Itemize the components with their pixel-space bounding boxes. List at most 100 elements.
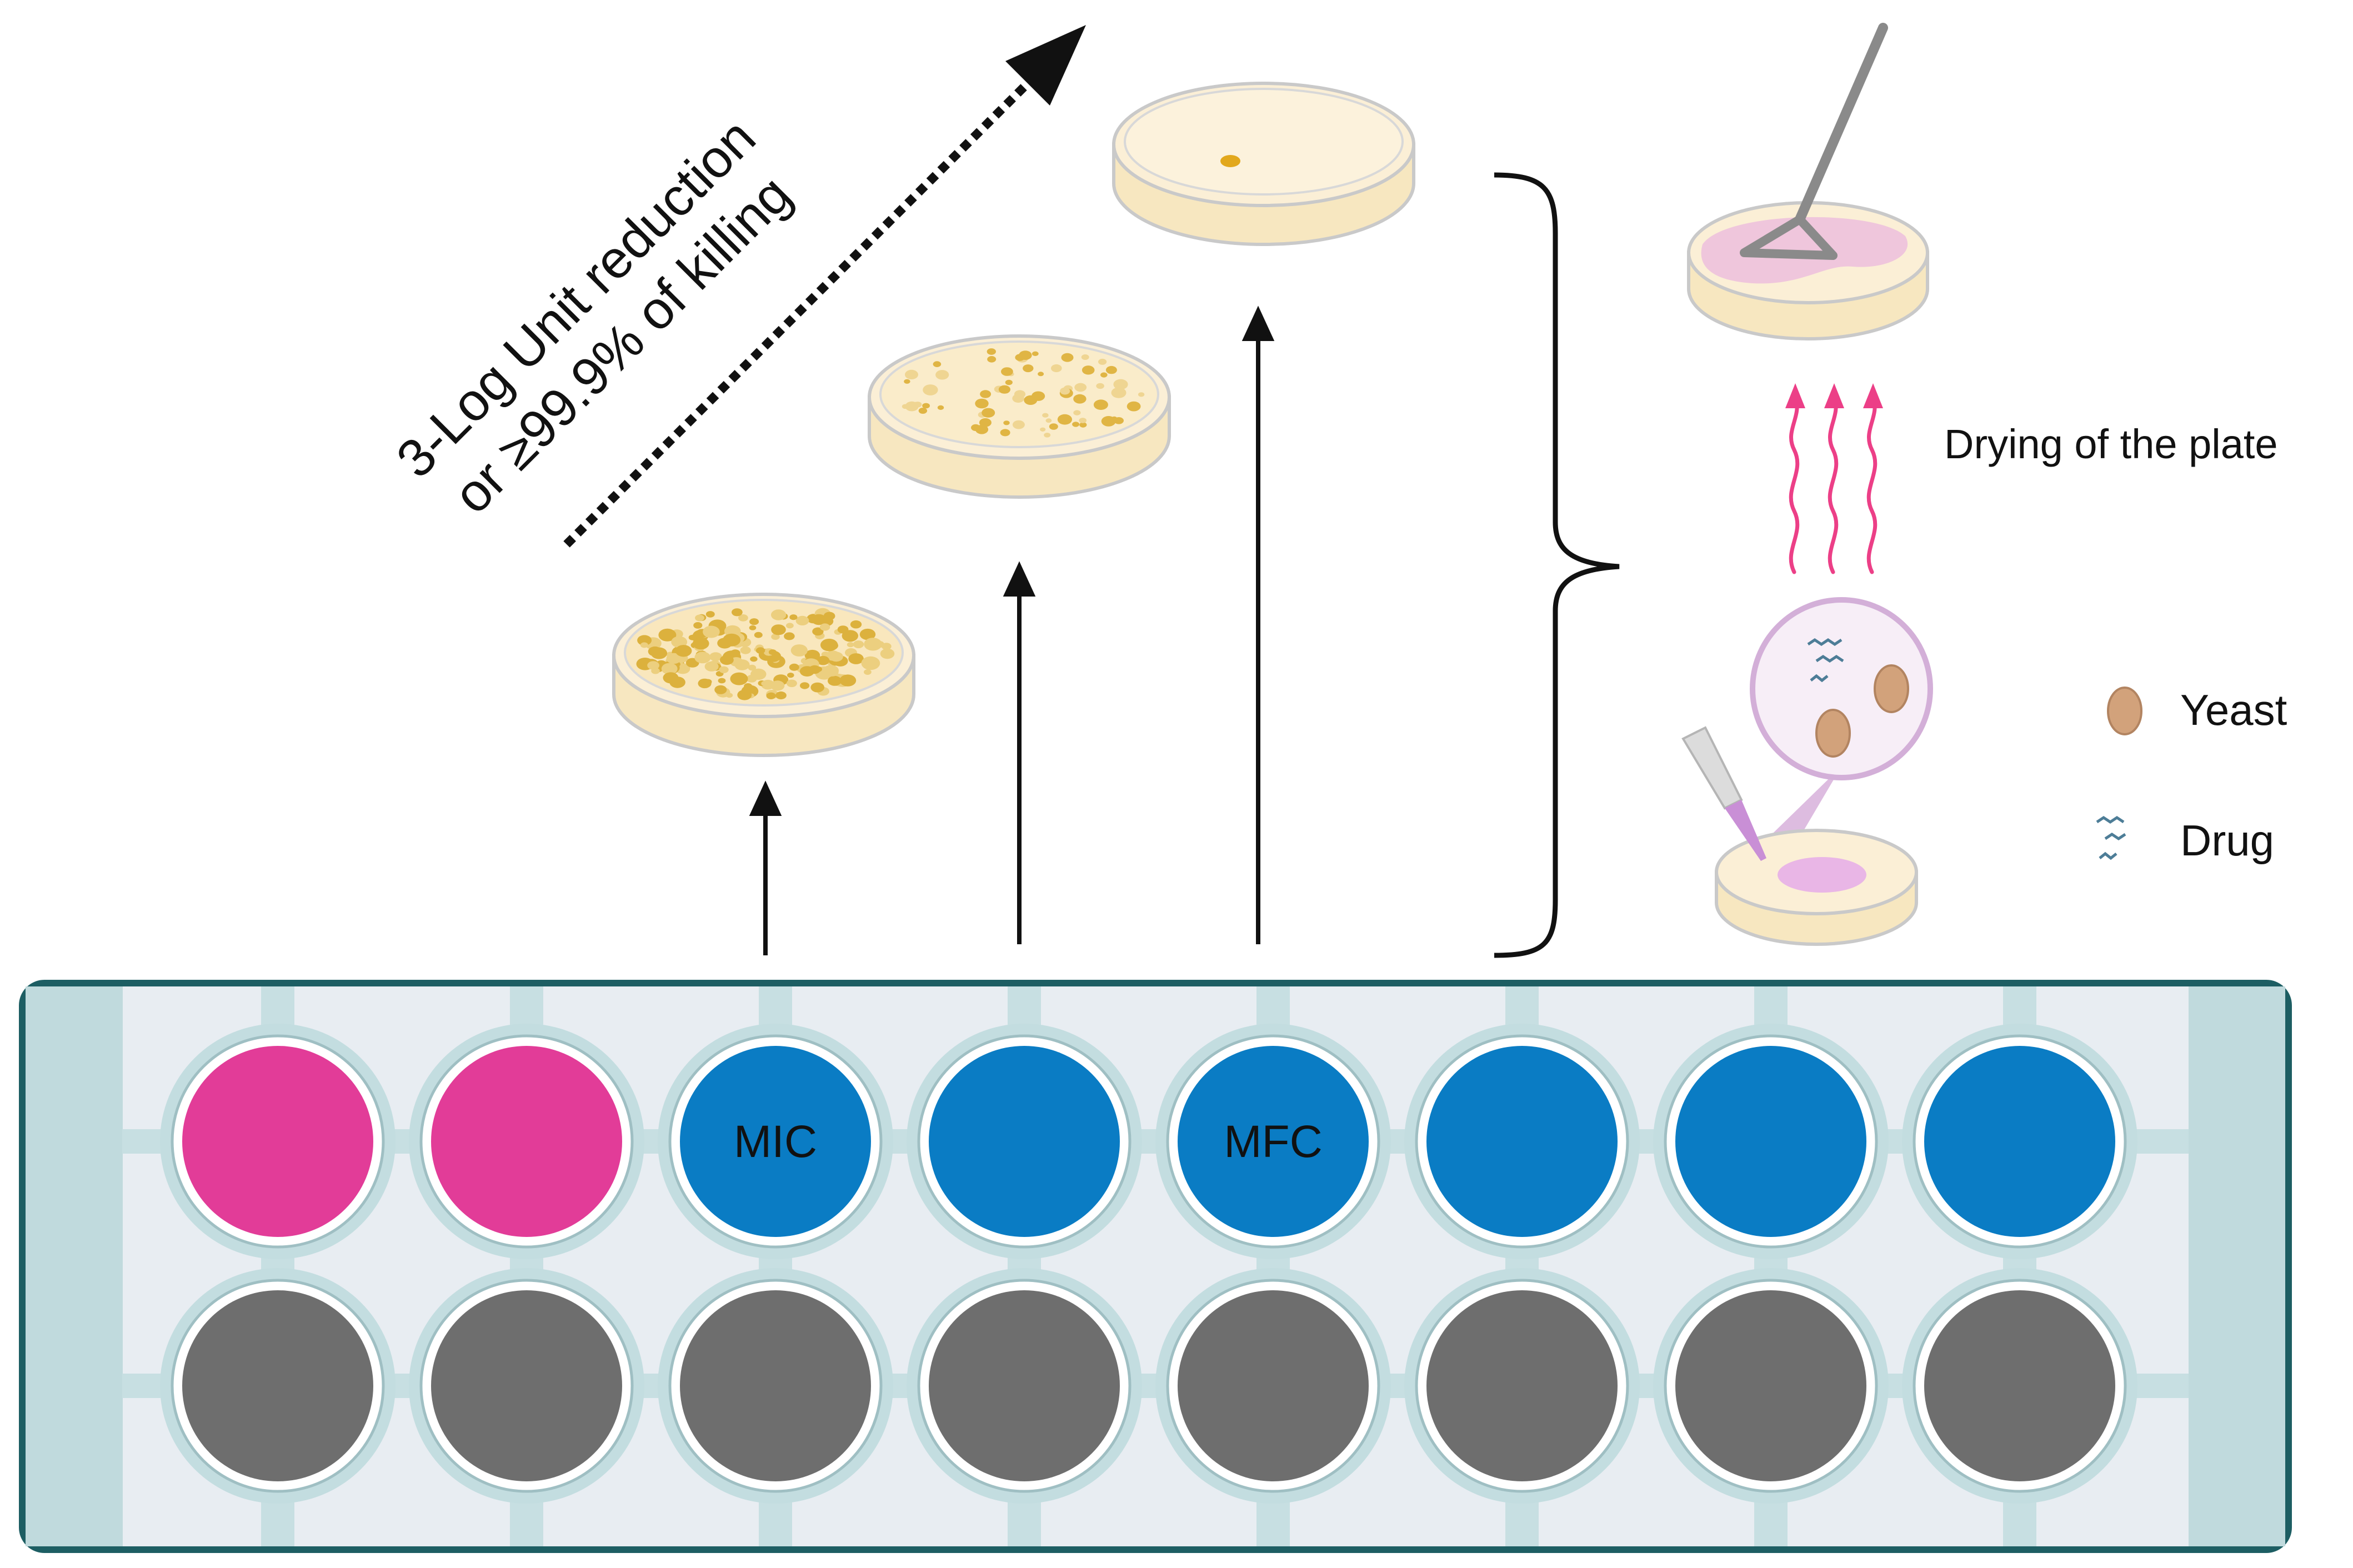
colony xyxy=(703,625,720,638)
colony xyxy=(810,682,824,693)
colony xyxy=(811,614,827,625)
colony xyxy=(935,370,949,380)
colony xyxy=(800,682,810,689)
colony xyxy=(987,348,996,355)
legend: Yeast Drug xyxy=(2096,685,2287,865)
colony xyxy=(823,612,835,620)
colony xyxy=(933,361,942,367)
inoculated-plate xyxy=(1715,829,1918,946)
well-liquid xyxy=(431,1290,622,1481)
well-liquid xyxy=(182,1290,373,1481)
colony xyxy=(1082,365,1095,375)
colony xyxy=(744,683,753,689)
curly-brace xyxy=(1494,172,1620,958)
legend-yeast-icon xyxy=(2107,687,2142,735)
colonies-dense xyxy=(636,608,895,700)
colony xyxy=(790,644,808,657)
colony xyxy=(692,637,709,650)
well-liquid xyxy=(1426,1046,1618,1237)
colony xyxy=(1073,394,1087,404)
colony xyxy=(1044,433,1051,438)
well-liquid xyxy=(1426,1290,1618,1481)
well-liquid xyxy=(182,1046,373,1237)
colony xyxy=(671,636,688,648)
colony xyxy=(1051,364,1062,373)
colony xyxy=(746,675,757,683)
colony xyxy=(725,693,733,698)
colony xyxy=(848,653,864,664)
drying-label: Drying of the plate xyxy=(1944,421,2278,467)
well-liquid xyxy=(1178,1290,1369,1481)
colony xyxy=(829,652,843,662)
colony xyxy=(749,625,757,630)
colony xyxy=(820,638,838,652)
well-top-8 xyxy=(1902,1024,2137,1259)
plate-right-end xyxy=(2189,986,2285,1546)
colony xyxy=(1001,367,1013,376)
reduction-arrow xyxy=(563,25,1086,548)
colony xyxy=(980,390,992,398)
colony xyxy=(1045,418,1052,423)
well-bottom-4 xyxy=(907,1268,1142,1504)
colony xyxy=(853,640,864,649)
colony xyxy=(1072,422,1080,427)
well-liquid xyxy=(1675,1046,1866,1237)
colony xyxy=(730,672,748,685)
colony xyxy=(937,405,944,410)
well-liquid xyxy=(929,1290,1120,1481)
legend-yeast-label: Yeast xyxy=(2180,685,2287,734)
petri-dish-single-colony xyxy=(1112,82,1415,246)
arrow-head-3 xyxy=(1241,305,1275,341)
well-top-1 xyxy=(160,1024,395,1259)
colony xyxy=(905,369,918,379)
well-top-7 xyxy=(1653,1024,1889,1259)
colony xyxy=(1023,364,1034,373)
well-liquid xyxy=(431,1046,622,1237)
colony xyxy=(771,609,787,620)
colony xyxy=(750,656,758,662)
colony xyxy=(775,691,787,700)
colony xyxy=(704,661,719,672)
spreading-plate xyxy=(1687,23,1929,340)
colony xyxy=(698,678,712,689)
colony xyxy=(1032,351,1039,356)
colony xyxy=(971,424,980,431)
colony xyxy=(787,673,794,678)
colony xyxy=(819,623,830,631)
colony xyxy=(975,398,989,409)
colony xyxy=(847,642,854,648)
petri-dish-medium xyxy=(868,334,1171,499)
colony xyxy=(1127,401,1141,412)
colony xyxy=(987,356,997,363)
colony xyxy=(723,633,741,647)
drug-molecule-icon xyxy=(1807,638,1844,683)
colony xyxy=(850,620,862,629)
yeast-cell-icon xyxy=(1815,664,1909,758)
well-liquid xyxy=(680,1290,871,1481)
colony xyxy=(1005,379,1013,385)
colony xyxy=(1042,413,1049,418)
colony xyxy=(784,632,795,640)
colony xyxy=(1081,354,1089,360)
well-liquid xyxy=(929,1046,1120,1237)
colony xyxy=(666,653,682,664)
colony xyxy=(695,614,704,622)
colony xyxy=(771,633,780,640)
well-label: MFC xyxy=(1224,1116,1323,1167)
colony xyxy=(1032,391,1045,401)
well-label: MIC xyxy=(734,1116,817,1167)
colony xyxy=(766,692,776,699)
well-bottom-6 xyxy=(1404,1268,1640,1504)
colony xyxy=(837,625,849,634)
legend-drug-label: Drug xyxy=(2180,816,2274,865)
well-top-3: MIC xyxy=(658,1024,893,1259)
arrow-head-1 xyxy=(749,780,782,816)
single-colony xyxy=(1220,155,1240,167)
colony xyxy=(922,403,930,409)
colony xyxy=(1038,372,1044,377)
colony xyxy=(905,401,919,412)
colony xyxy=(861,656,880,670)
colony xyxy=(714,685,727,694)
colony xyxy=(709,652,722,662)
well-bottom-2 xyxy=(409,1268,644,1504)
